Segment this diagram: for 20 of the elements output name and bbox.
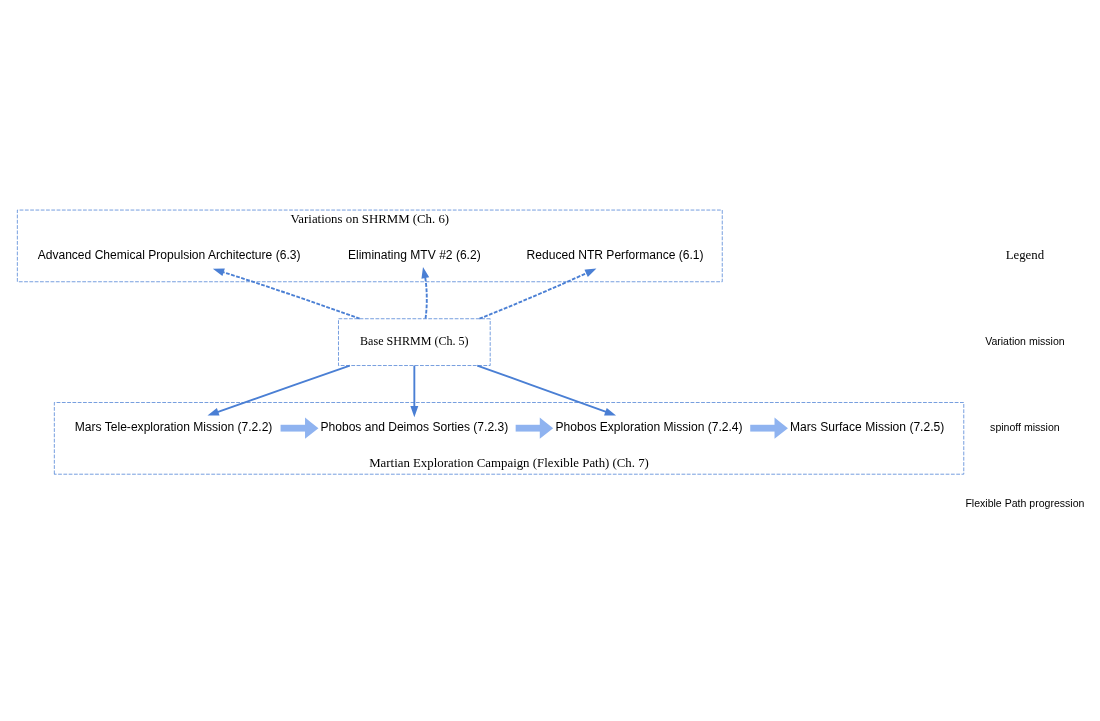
node-text: Mars Surface Mission (7.2.5) bbox=[790, 419, 945, 434]
arrow bbox=[515, 417, 554, 439]
legend-label: Variation mission bbox=[985, 334, 1065, 347]
arrow bbox=[421, 266, 430, 319]
node-text: Advanced Chemical Propulsion Architecture (6.3) bbox=[37, 247, 301, 262]
arrow bbox=[212, 267, 361, 320]
node-text: Reduced NTR Performance (6.1) bbox=[526, 247, 704, 262]
arrow bbox=[476, 364, 617, 416]
legend-label: spinoff mission bbox=[990, 420, 1060, 433]
legend-label: Flexible Path progression bbox=[965, 496, 1085, 509]
arrow bbox=[410, 364, 419, 417]
node-box: Base SHRMM (Ch. 5) bbox=[338, 317, 491, 366]
node-text: Phobos and Deimos Sorties (7.2.3) bbox=[320, 419, 509, 434]
node-text: Eliminating MTV #2 (6.2) bbox=[347, 247, 481, 262]
node-text: Mars Tele-exploration Mission (7.2.2) bbox=[74, 419, 273, 434]
label: Legend bbox=[1005, 247, 1045, 262]
arrow bbox=[207, 364, 351, 415]
arrow bbox=[478, 267, 597, 320]
node-text: Phobos Exploration Mission (7.2.4) bbox=[555, 419, 743, 434]
arrow bbox=[280, 417, 319, 439]
